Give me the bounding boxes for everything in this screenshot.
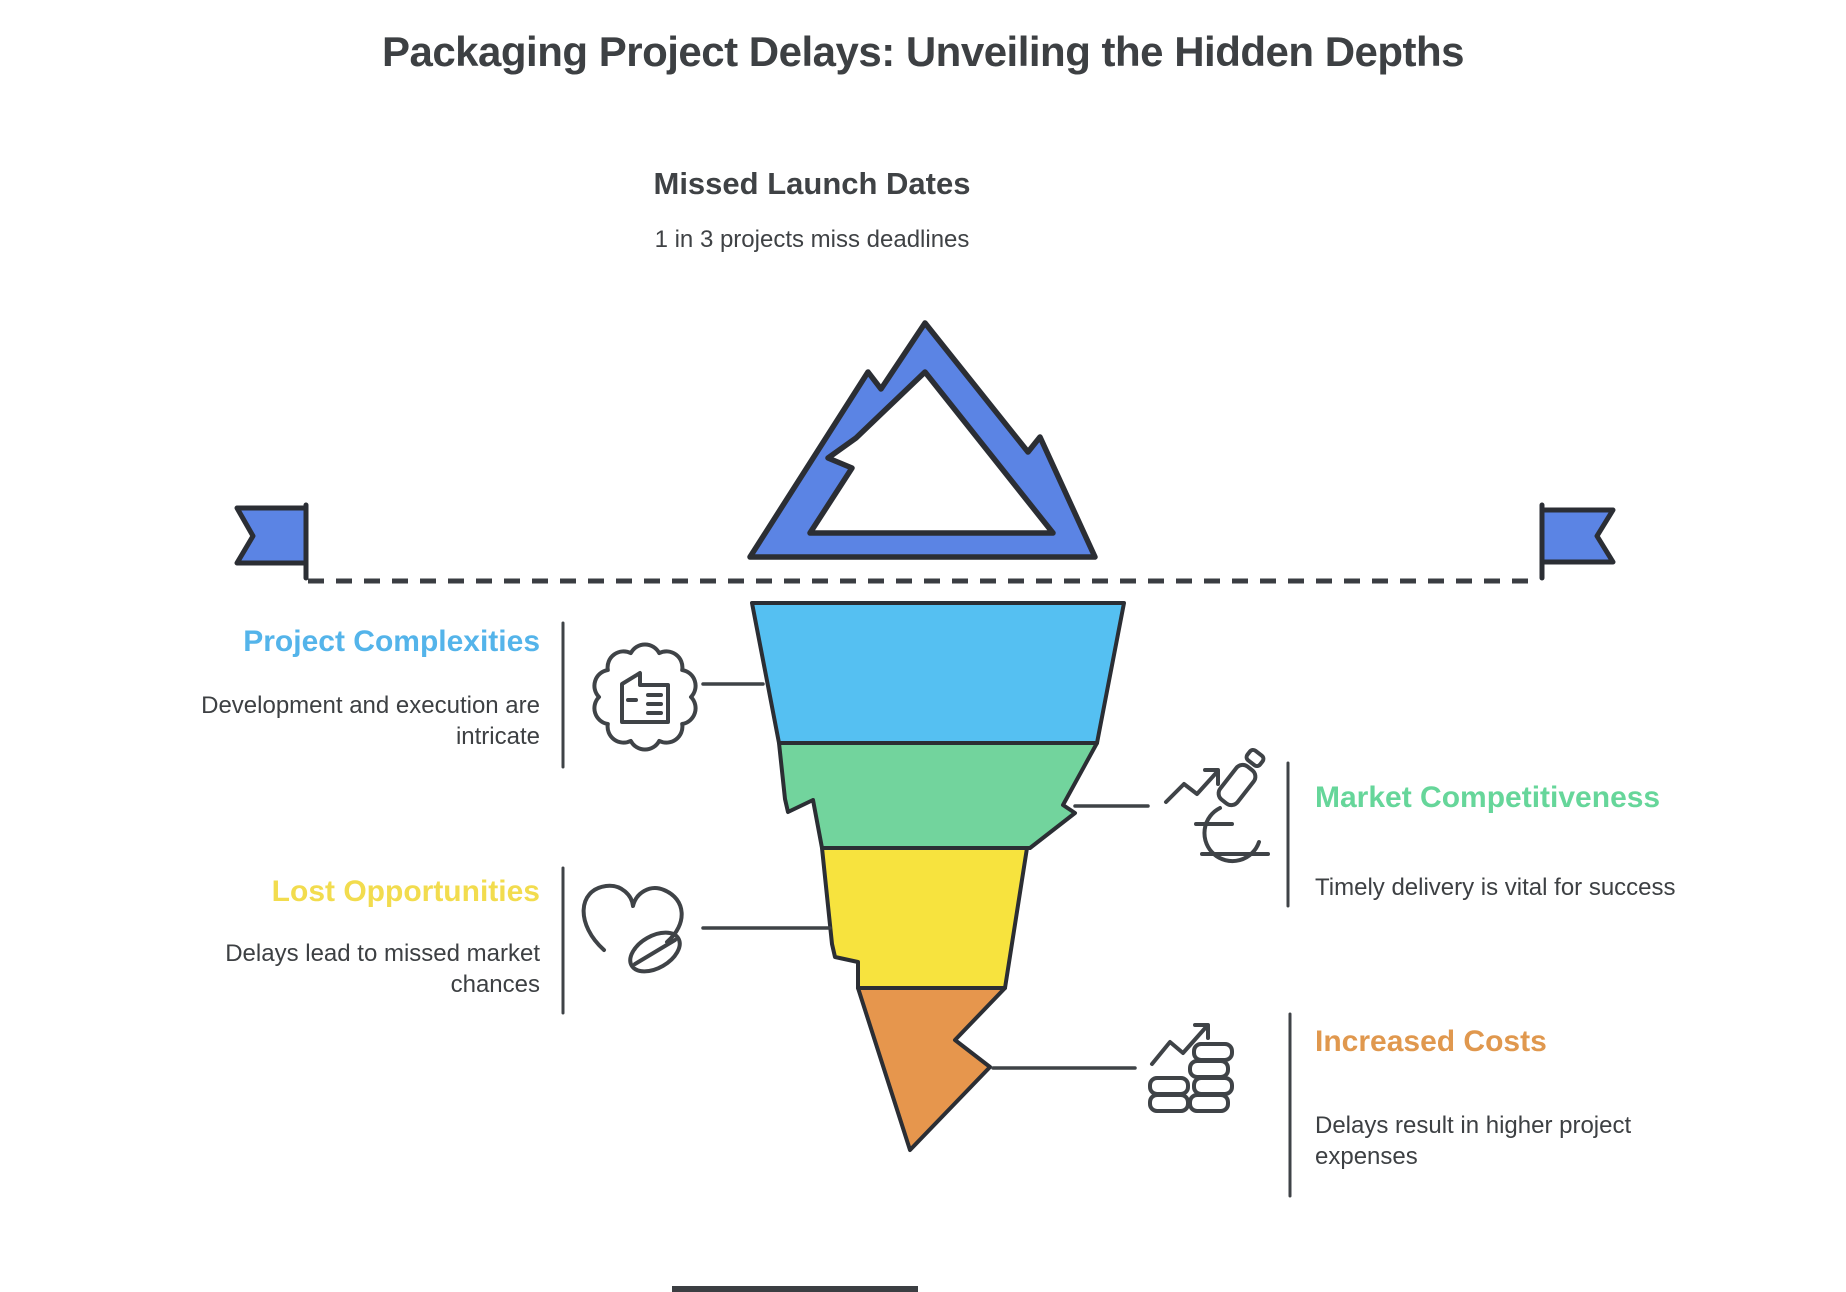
section-increased-costs: Increased Costs Delays result in higher …: [1315, 1024, 1695, 1172]
layer-project-complexities: [750, 601, 1126, 745]
layer-lost-opportunities: [820, 846, 1029, 990]
right-flag-icon: [1539, 502, 1616, 581]
iceberg-tip-mountain: [747, 320, 1098, 560]
layer-increased-costs: [856, 986, 1007, 1152]
heart-pill-icon: [581, 883, 684, 974]
section-title-market-competitiveness: Market Competitiveness: [1315, 781, 1661, 814]
section-desc-market-competitiveness: Timely delivery is vital for success: [1315, 874, 1676, 901]
cropped-footer-bar: [672, 1286, 918, 1292]
gear-factory-icon: [592, 642, 698, 752]
surface-subheading: 1 in 3 projects miss deadlines: [654, 226, 970, 253]
microscope-icon: [1164, 747, 1270, 864]
surface-heading: Missed Launch Dates: [653, 166, 971, 201]
section-title-increased-costs: Increased Costs: [1315, 1025, 1547, 1058]
left-flag-icon: [234, 502, 309, 581]
section-desc-lost-opportunities: Delays lead to missed market chances: [225, 940, 540, 998]
layer-market-competitiveness: [777, 741, 1099, 850]
section-title-lost-opportunities: Lost Opportunities: [271, 875, 540, 908]
section-market-competitiveness: Market Competitiveness Timely delivery i…: [1315, 780, 1775, 903]
section-desc-increased-costs: Delays result in higher project expenses: [1315, 1112, 1632, 1170]
coins-growth-icon: [1148, 1023, 1234, 1113]
section-desc-project-complexities: Development and execution are intricate: [201, 692, 540, 750]
section-lost-opportunities: Lost Opportunities Delays lead to missed…: [140, 874, 540, 1000]
section-project-complexities: Project Complexities Development and exe…: [120, 624, 540, 752]
page-title: Packaging Project Delays: Unveiling the …: [381, 28, 1465, 75]
section-title-project-complexities: Project Complexities: [243, 625, 540, 658]
